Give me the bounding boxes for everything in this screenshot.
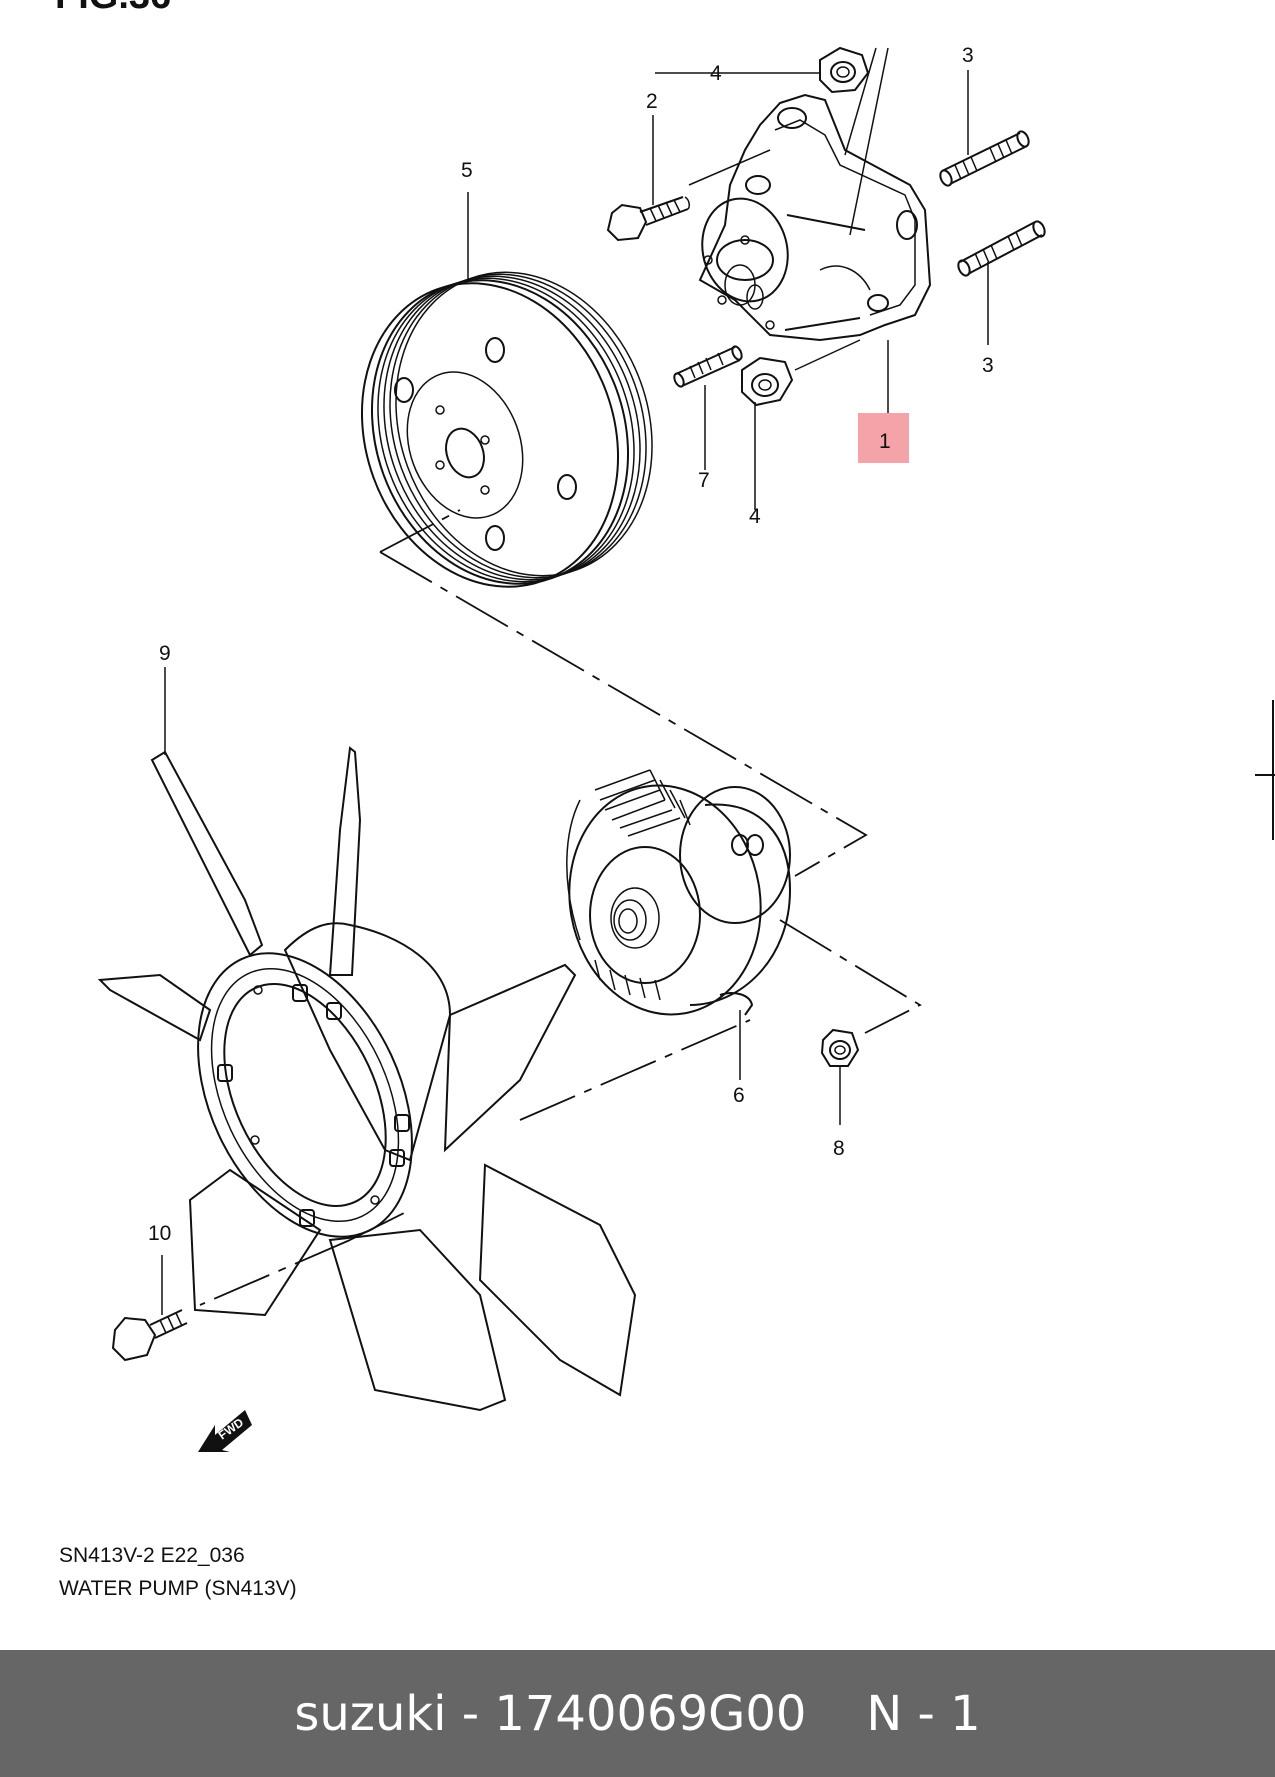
label-2: 2 bbox=[646, 90, 658, 113]
stud-3-bottom bbox=[957, 220, 1046, 277]
label-4-top: 4 bbox=[710, 62, 722, 85]
label-3-bottom: 3 bbox=[982, 354, 994, 377]
highlight-marker bbox=[858, 413, 909, 463]
label-9: 9 bbox=[159, 642, 171, 665]
label-4-bottom: 4 bbox=[749, 505, 761, 528]
exploded-parts-diagram: FIG.36 bbox=[55, 0, 1275, 1452]
stud-3-top bbox=[939, 130, 1030, 187]
fan-9 bbox=[97, 746, 637, 1412]
figure-heading: FIG.36 bbox=[55, 0, 171, 17]
footer-bar: suzuki - 1740069G00 N - 1 bbox=[0, 1650, 1275, 1777]
label-5: 5 bbox=[461, 159, 473, 182]
caption-code: SN413V-2 E22_036 bbox=[59, 1544, 245, 1567]
label-8: 8 bbox=[833, 1137, 845, 1160]
water-pump-part bbox=[698, 93, 932, 342]
nut-4-top bbox=[819, 46, 870, 94]
fan-clutch-6 bbox=[566, 769, 792, 1016]
label-1: 1 bbox=[879, 430, 891, 453]
bolt-10 bbox=[111, 1309, 188, 1362]
fwd-arrow-icon: FWD bbox=[198, 1410, 252, 1452]
bolt-2 bbox=[606, 196, 690, 242]
label-3-top: 3 bbox=[962, 44, 974, 67]
label-7: 7 bbox=[698, 469, 710, 492]
stud-7 bbox=[673, 345, 743, 388]
footer-part-number: suzuki - 1740069G00 bbox=[294, 1685, 807, 1742]
caption-title: WATER PUMP (SN413V) bbox=[59, 1577, 297, 1600]
nut-8 bbox=[820, 1028, 860, 1067]
footer-item: N - 1 bbox=[866, 1685, 981, 1742]
pulley-5 bbox=[360, 271, 653, 588]
nut-4-bottom bbox=[741, 356, 794, 407]
part-labels: 1 2 3 3 4 4 5 6 7 8 9 10 bbox=[148, 44, 994, 1245]
label-6: 6 bbox=[733, 1084, 745, 1107]
leader-lines bbox=[161, 47, 989, 1315]
edge-mark bbox=[1255, 700, 1275, 840]
label-10: 10 bbox=[148, 1222, 171, 1245]
